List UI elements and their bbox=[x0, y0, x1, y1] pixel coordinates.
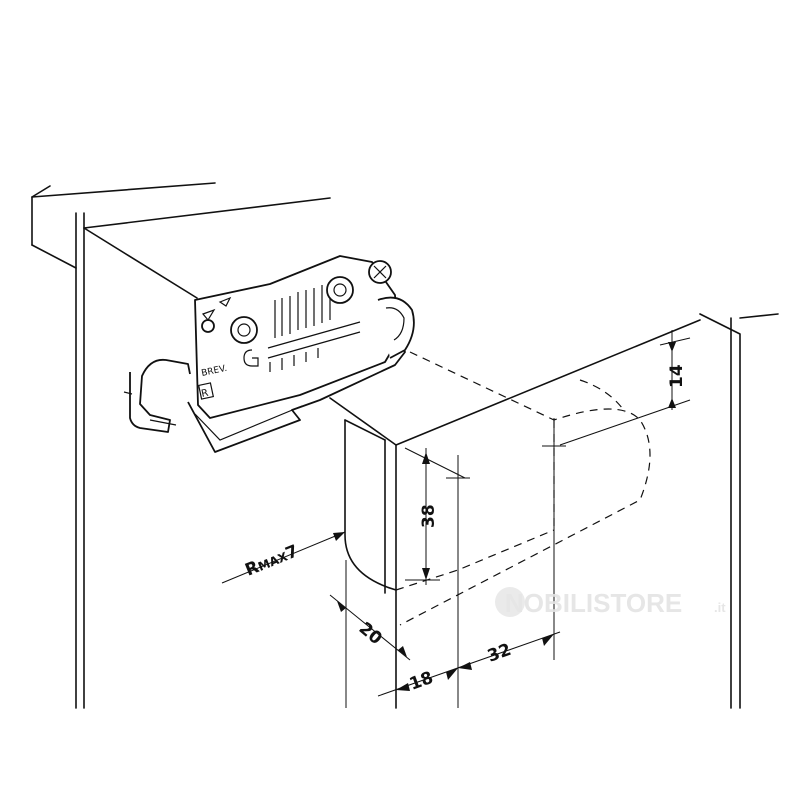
dimension-18-32: 18 32 bbox=[377, 631, 561, 697]
clip-right-cup bbox=[377, 296, 415, 359]
clip-left-bracket bbox=[129, 358, 191, 433]
dimension-14-label: 14 bbox=[667, 364, 687, 388]
dimension-20: 20 bbox=[329, 594, 411, 661]
clip-slots bbox=[267, 282, 361, 372]
dimension-18-label: 18 bbox=[407, 668, 436, 695]
dimension-14: 14 bbox=[559, 330, 691, 446]
watermark-suffix: .it bbox=[714, 600, 726, 615]
drawer-clip: BREV. R bbox=[123, 255, 415, 453]
watermark: NOBILISTORE .it bbox=[495, 587, 726, 618]
screw-head-1 bbox=[230, 316, 258, 344]
dimension-radius: RMAX7 bbox=[221, 531, 346, 584]
hole-markers bbox=[446, 434, 566, 490]
round-hole bbox=[201, 319, 215, 333]
clip-body bbox=[194, 255, 399, 419]
dimension-20-label: 20 bbox=[355, 619, 386, 650]
marking-r: R bbox=[200, 388, 209, 400]
dimension-38: 38 bbox=[404, 447, 466, 585]
cabinet-structure bbox=[31, 182, 779, 709]
watermark-logo-icon bbox=[495, 587, 525, 617]
screw-head-2 bbox=[326, 276, 354, 304]
dimension-38-label: 38 bbox=[419, 504, 439, 528]
drawer-panel bbox=[329, 319, 701, 709]
dimension-32-label: 32 bbox=[485, 640, 514, 667]
watermark-text: NOBILISTORE bbox=[505, 588, 682, 618]
radius-label: RMAX7 bbox=[242, 541, 301, 580]
